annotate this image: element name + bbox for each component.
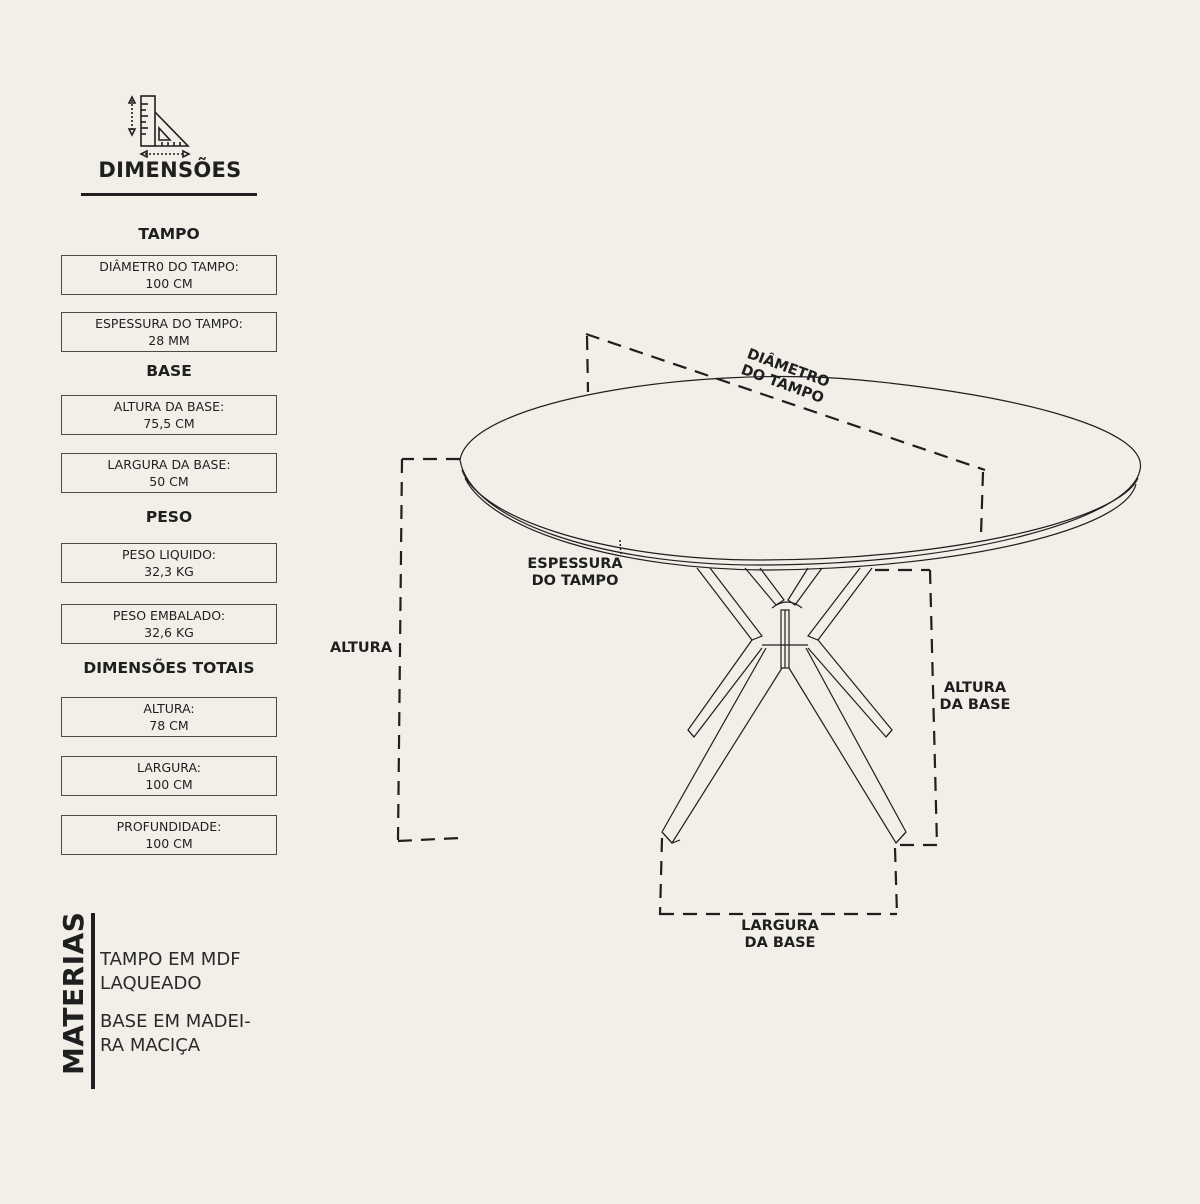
label-line: DO TAMPO [531,573,619,589]
spec-label: ALTURA: [143,701,195,716]
label-line: ESPESSURA [527,556,623,572]
section-label-peso: PESO [145,508,193,526]
spec-box-peso-liquido: PESO LIQUIDO: 32,3 KG [61,543,277,583]
spec-box-total-altura: ALTURA: 78 CM [61,697,277,737]
section-label-tampo: TAMPO [138,225,200,243]
spec-box-base-altura: ALTURA DA BASE: 75,5 CM [61,395,277,435]
section-label-base: BASE [146,362,192,380]
spec-value: 50 CM [149,474,189,489]
label-line: DA BASE [939,697,1011,713]
spec-value: 78 CM [149,718,189,733]
spec-label: PROFUNDIDADE: [116,819,222,834]
spec-value: 100 CM [145,836,193,851]
spec-value: 32,6 KG [144,625,194,640]
spec-label: LARGURA: [136,760,202,775]
spec-label: DIÂMETR0 DO TAMPO: [99,259,239,274]
ruler-triangle-icon [126,94,198,160]
spec-box-peso-embalado: PESO EMBALADO: 32,6 KG [61,604,277,644]
spec-box-total-largura: LARGURA: 100 CM [61,756,277,796]
base-width-label: LARGURA DA BASE [735,918,825,952]
height-label: ALTURA [329,640,393,656]
material-line: RA MACIÇA [100,1035,201,1056]
material-line: BASE EM MADEI- [100,1011,251,1032]
section-label-totais: DIMENSÕES TOTAIS [83,659,255,677]
spec-value: 100 CM [145,777,193,792]
base-height-label: ALTURA DA BASE [935,680,1015,714]
spec-label: ESPESSURA DO TAMPO: [95,316,243,331]
material-line: TAMPO EM MDF [100,949,241,970]
spec-label: ALTURA DA BASE: [113,399,225,414]
material-item-tampo: TAMPO EM MDF LAQUEADO [100,948,241,996]
label-line: DA BASE [744,935,816,951]
thickness-label: ESPESSURA DO TAMPO [520,556,630,590]
spec-box-base-largura: LARGURA DA BASE: 50 CM [61,453,277,493]
page-title: DIMENSÕES [98,158,242,182]
title-underline [81,193,257,196]
spec-box-tampo-espessura: ESPESSURA DO TAMPO: 28 MM [61,312,277,352]
spec-value: 100 CM [145,276,193,291]
label-line: ALTURA [943,680,1007,696]
spec-label: PESO EMBALADO: [112,608,226,623]
spec-box-tampo-diametro: DIÂMETR0 DO TAMPO: 100 CM [61,255,277,295]
material-item-base: BASE EM MADEI- RA MACIÇA [100,1010,251,1058]
spec-value: 75,5 CM [143,416,195,431]
spec-box-total-profundidade: PROFUNDIDADE: 100 CM [61,815,277,855]
material-line: LAQUEADO [100,973,202,994]
spec-value: 32,3 KG [144,564,194,579]
materials-divider [91,913,95,1089]
spec-label: LARGURA DA BASE: [107,457,231,472]
spec-label: PESO LIQUIDO: [122,547,216,562]
label-line: LARGURA [741,918,819,934]
spec-value: 28 MM [148,333,190,348]
